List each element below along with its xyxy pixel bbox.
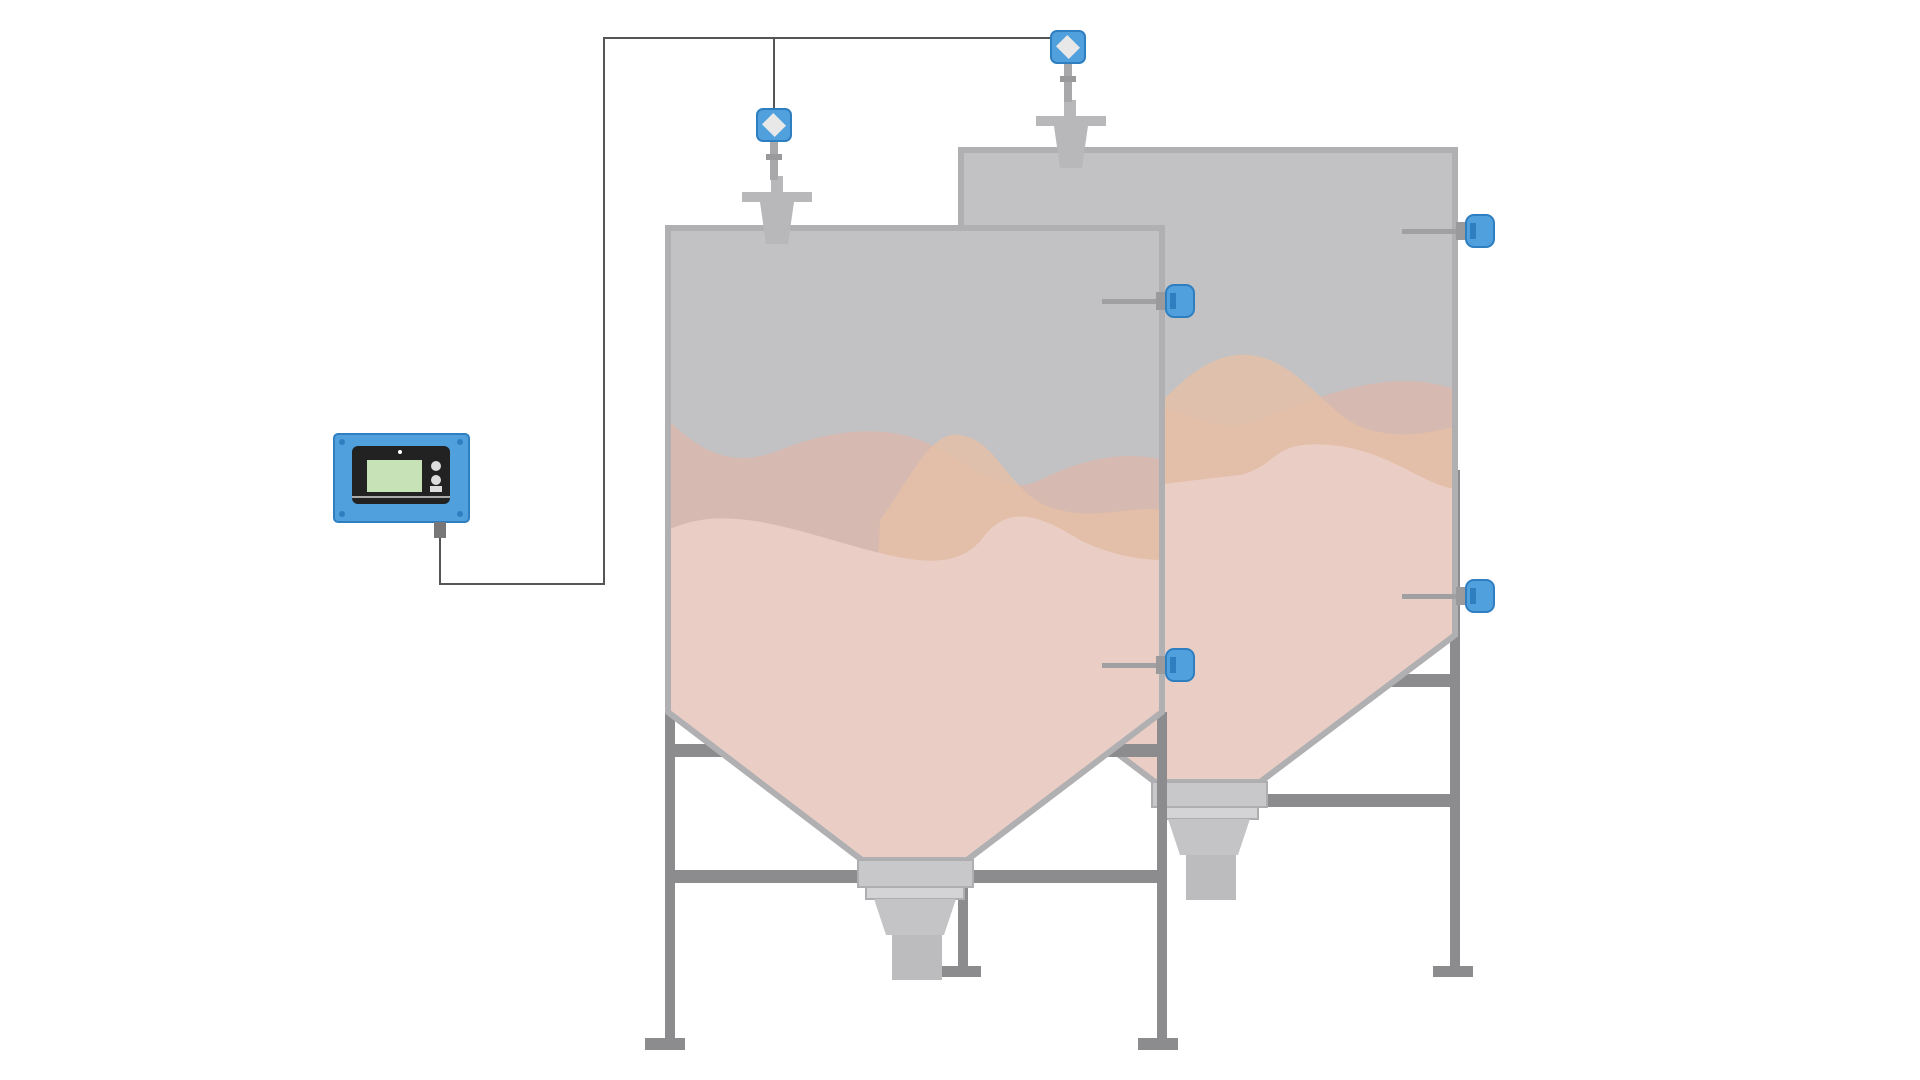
level-switch-icon <box>1402 214 1495 248</box>
rear-silo-outlet <box>1151 781 1268 900</box>
radar-transmitter-icon <box>1050 30 1086 102</box>
signal-cable <box>439 37 1056 585</box>
front-silo-outlet <box>857 859 974 980</box>
level-switch-icon <box>1102 648 1195 682</box>
controller-icon <box>333 433 470 538</box>
level-switch-icon <box>1102 284 1195 318</box>
front-silo <box>645 176 1178 1050</box>
radar-transmitter-icon <box>756 108 792 180</box>
front-silo-nozzle <box>742 176 812 244</box>
rear-silo-nozzle <box>1036 100 1106 168</box>
level-switch-icon <box>1402 579 1495 613</box>
